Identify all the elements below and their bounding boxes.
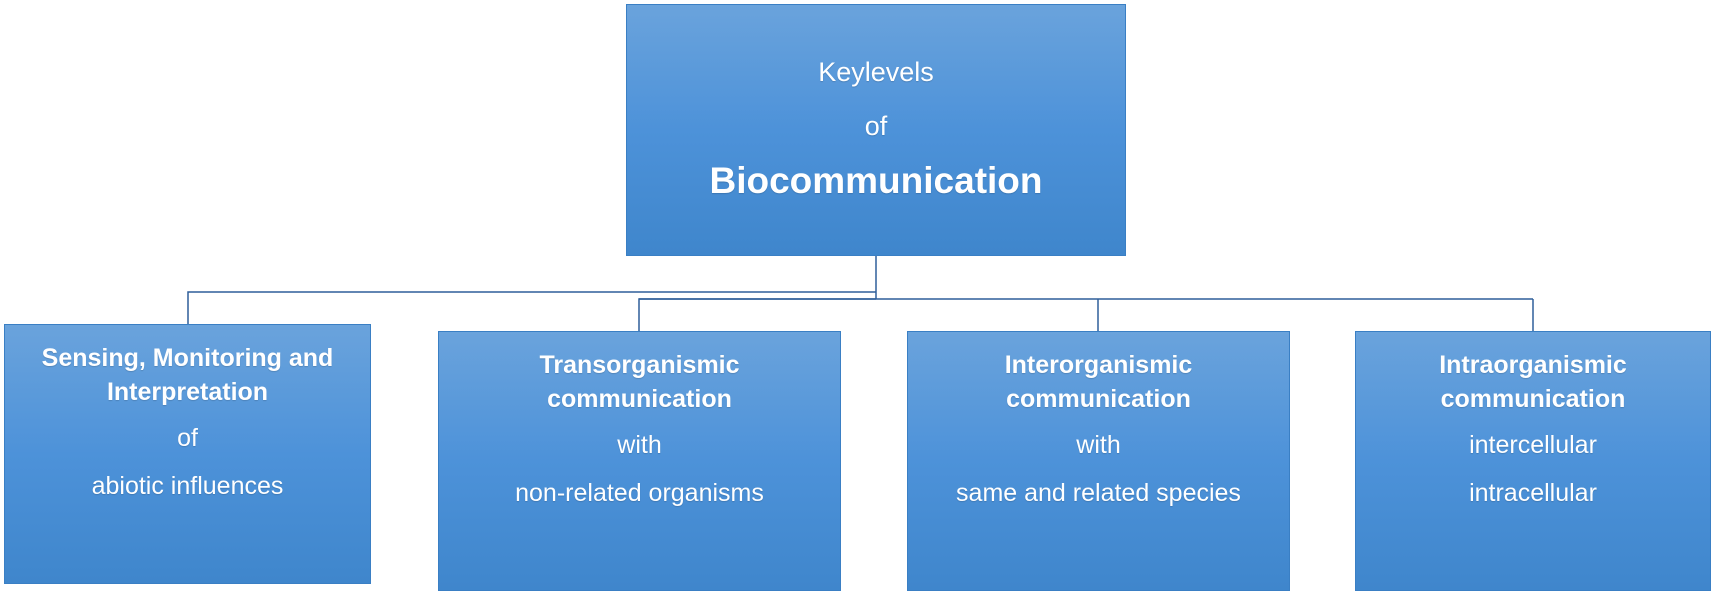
node-interorganismic: Interorganismic communication with same … [907,331,1290,591]
node-intraorganismic: Intraorganismic communication intercellu… [1355,331,1711,591]
node-transorganismic: Transorganismic communication with non-r… [438,331,841,591]
node-sub-line2: intracellular [1469,479,1597,507]
node-sub-line1: with [1076,431,1121,459]
root-line-keylevels: Keylevels [818,57,934,87]
node-sub-line1: with [617,431,662,459]
root-line-of: of [864,111,888,141]
root-node-keylevels: Keylevels of Biocommunication [626,4,1126,256]
node-title-line2: Interpretation [106,378,269,406]
node-sub-line2: abiotic influences [91,472,284,500]
connector-to-sensing [187,291,876,324]
node-sub-line1: of [177,424,198,452]
node-sensing-monitoring: Sensing, Monitoring and Interpretation o… [4,324,371,584]
node-title-line2: communication [547,385,732,413]
node-sub-line1: intercellular [1469,431,1597,459]
node-title-line1: Interorganismic [1004,351,1193,379]
connector-to-interorganismic [638,298,876,331]
node-title-line1: Intraorganismic [1439,351,1627,379]
node-sub-line2: same and related species [956,479,1241,507]
node-title-line2: communication [1440,385,1626,413]
node-title-line1: Transorganismic [539,351,740,379]
root-line-biocommunication: Biocommunication [709,160,1043,201]
node-title-line1: Sensing, Monitoring and [41,344,334,372]
node-title-line2: communication [1006,385,1191,413]
node-sub-line2: non-related organisms [515,479,764,507]
